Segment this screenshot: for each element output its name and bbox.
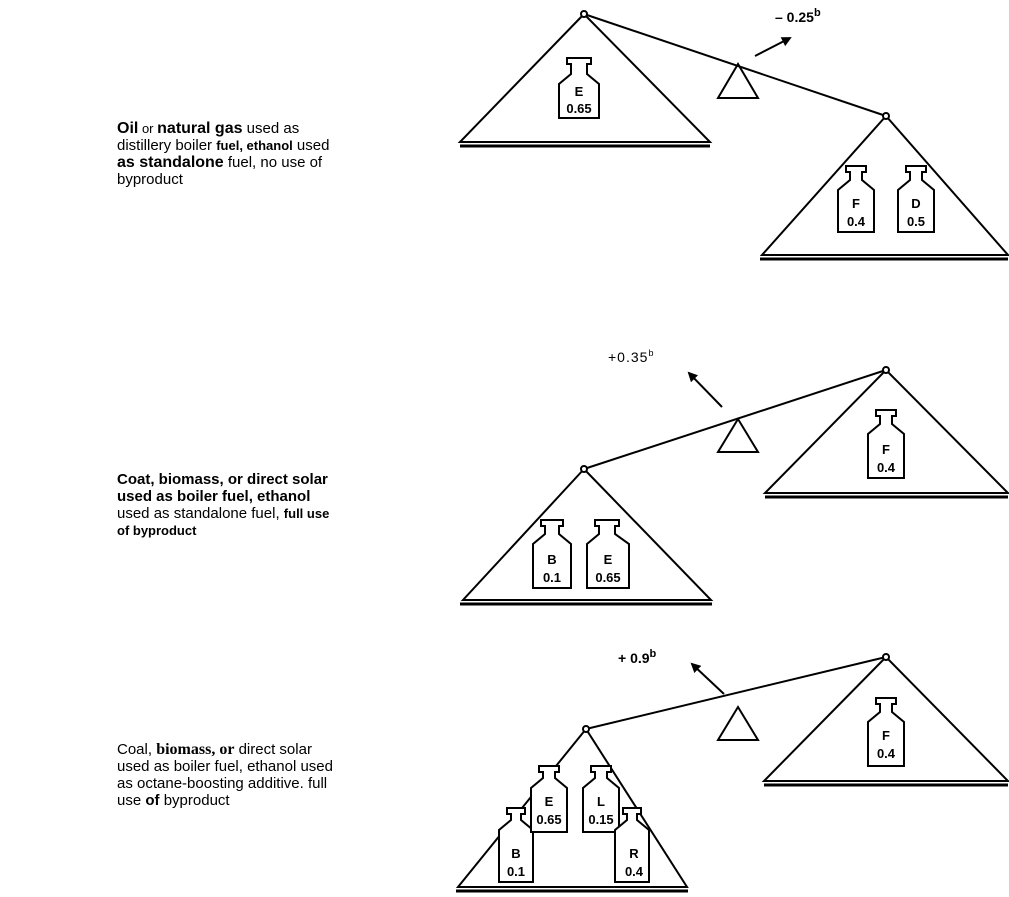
weight-E-3: E 0.65 <box>530 765 568 833</box>
caption-3-part: biomass, or <box>156 741 235 758</box>
caption-2-part: used as standalone fuel, <box>117 505 280 522</box>
weight-letter: L <box>597 794 605 809</box>
fulcrum-3 <box>716 705 760 741</box>
weight-value: 0.4 <box>625 864 644 879</box>
weight-letter: R <box>629 846 639 861</box>
scenario-1-caption: Oil or natural gas used as distillery bo… <box>117 120 342 188</box>
weight-F-3: F 0.4 <box>867 697 905 767</box>
weight-B-3: B 0.1 <box>498 807 534 883</box>
weight-value: 0.65 <box>595 570 620 585</box>
right-pan-3 <box>761 655 1009 782</box>
caption-2-part: Coat, biomass, or direct solar used as b… <box>117 471 328 505</box>
weight-letter: E <box>604 552 613 567</box>
caption-1-part: Oil <box>117 120 139 137</box>
weight-value: 0.5 <box>907 214 925 229</box>
weight-value: 0.65 <box>566 101 591 116</box>
weight-letter: F <box>882 728 890 743</box>
weight-value: 0.1 <box>543 570 561 585</box>
caption-1-part: as standalone <box>117 154 224 171</box>
caption-1-part: fuel, ethanol <box>216 138 293 153</box>
left-pan-2 <box>460 467 714 601</box>
right-pan-1 <box>759 114 1009 256</box>
weight-B-2: B 0.1 <box>532 519 572 589</box>
beam-1 <box>583 13 887 117</box>
fulcrum-1 <box>716 62 760 99</box>
balance-scale-3: B 0.1 E 0.65 L 0.15 R 0.4 F 0.4 <box>455 653 1009 893</box>
caption-1-part: used as distillery boiler <box>117 120 300 154</box>
arrow-1 <box>754 37 792 57</box>
caption-2-part: full use of byproduct <box>117 506 330 538</box>
caption-1-part: natural gas <box>157 120 243 137</box>
left-pan-1 <box>457 12 713 143</box>
arrow-2-label: +0.35b <box>608 348 654 365</box>
arrow-2 <box>687 371 723 408</box>
weight-F-1: F 0.4 <box>837 165 875 233</box>
beam-3 <box>585 656 887 730</box>
fulcrum-2 <box>716 417 760 453</box>
weight-letter: E <box>575 84 584 99</box>
balance-scale-2: B 0.1 E 0.65 F 0.4 <box>460 366 1009 606</box>
weight-F-2: F 0.4 <box>867 409 905 479</box>
left-pan-3 <box>455 727 689 888</box>
weight-letter: D <box>911 196 920 211</box>
caption-3-part: direct solar used as boiler fuel, ethano… <box>117 741 333 809</box>
arrow-3-label: + 0.9b <box>618 648 657 666</box>
weight-letter: F <box>882 442 890 457</box>
caption-3-part: Coal, <box>117 741 157 758</box>
weight-value: 0.1 <box>507 864 525 879</box>
weight-value: 0.65 <box>536 812 561 827</box>
caption-1-part: or <box>138 121 158 136</box>
weight-R-3: R 0.4 <box>614 807 650 883</box>
right-pan-2 <box>762 368 1009 494</box>
arrow-1-label: – 0.25b <box>775 7 821 25</box>
weight-value: 0.4 <box>877 746 896 761</box>
weight-L-3: L 0.15 <box>582 765 620 833</box>
caption-2-part: ethanol <box>257 488 311 505</box>
weight-letter: B <box>511 846 520 861</box>
scenario-2-caption: Coat, biomass, or direct solar used as b… <box>117 471 342 539</box>
caption-1-part: fuel, no use of byproduct <box>117 154 323 188</box>
balance-scale-1: E 0.65 F 0.4 D 0.5 <box>457 10 1009 261</box>
caption-3-part: of <box>145 792 160 809</box>
weight-D-1: D 0.5 <box>897 165 935 233</box>
weight-value: 0.15 <box>588 812 613 827</box>
beam-2 <box>583 369 887 470</box>
weight-letter: E <box>545 794 554 809</box>
weight-E-1: E 0.65 <box>558 57 600 119</box>
weight-value: 0.4 <box>877 460 896 475</box>
weight-letter: B <box>547 552 556 567</box>
weight-letter: F <box>852 196 860 211</box>
scenario-3-caption: Coal, biomass, or direct solar used as b… <box>117 741 342 809</box>
caption-1-part: used <box>292 137 330 154</box>
caption-3-part: byproduct <box>159 792 230 809</box>
arrow-3 <box>690 662 725 695</box>
weight-value: 0.4 <box>847 214 866 229</box>
weight-E-2: E 0.65 <box>586 519 630 589</box>
